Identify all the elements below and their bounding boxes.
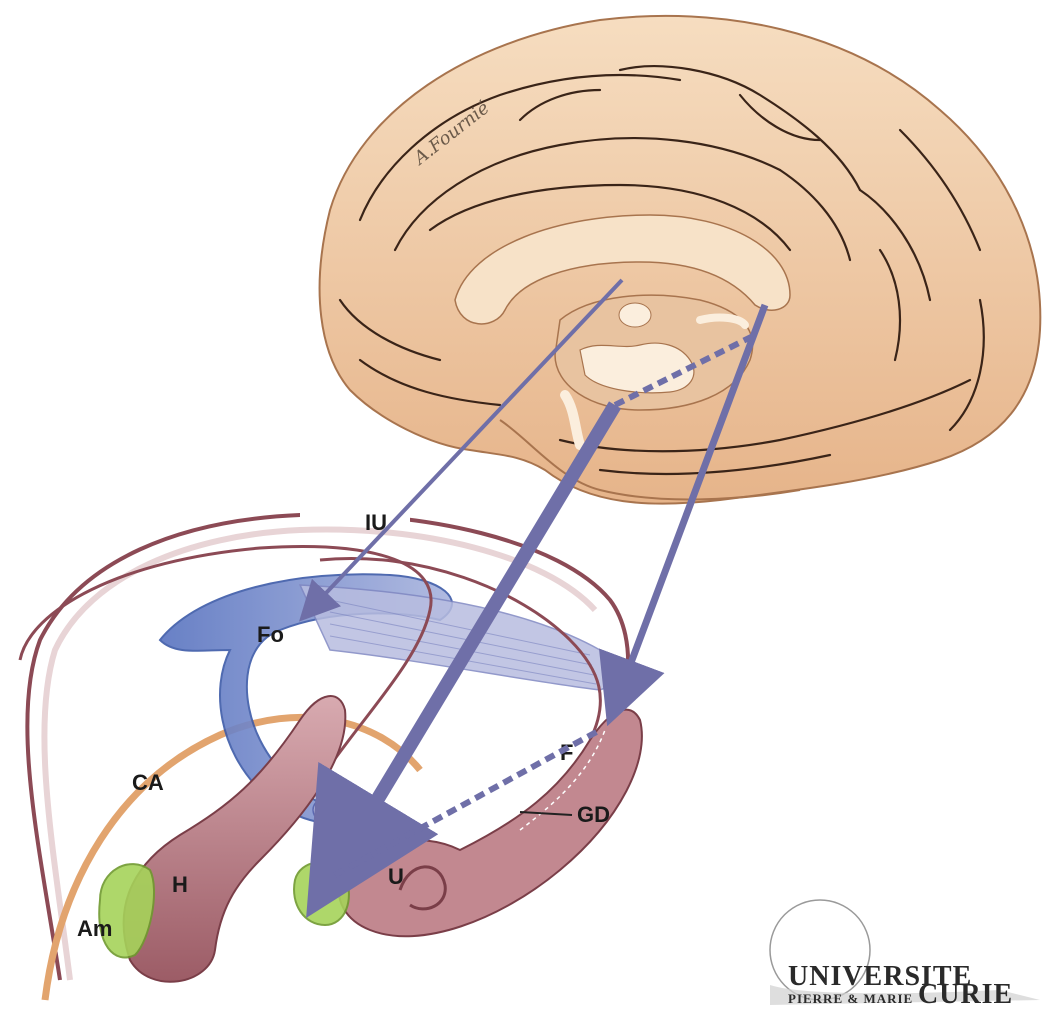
label-fo: Fo xyxy=(257,622,284,647)
label-h: H xyxy=(172,872,188,897)
label-gd: GD xyxy=(577,802,610,827)
university-logo: UNIVERSITE PIERRE & MARIE CURIE xyxy=(770,900,1040,1009)
label-ca: CA xyxy=(132,770,164,795)
label-u: U xyxy=(388,864,404,889)
logo-curie: CURIE xyxy=(918,979,1013,1009)
logo-pierre-marie: PIERRE & MARIE xyxy=(788,991,913,1006)
medial-brain-illustration: A.Fournié xyxy=(320,16,1041,504)
label-am: Am xyxy=(77,916,112,941)
limbic-structure-diagram: Fo F CA GD H U Am IU xyxy=(20,500,642,1000)
